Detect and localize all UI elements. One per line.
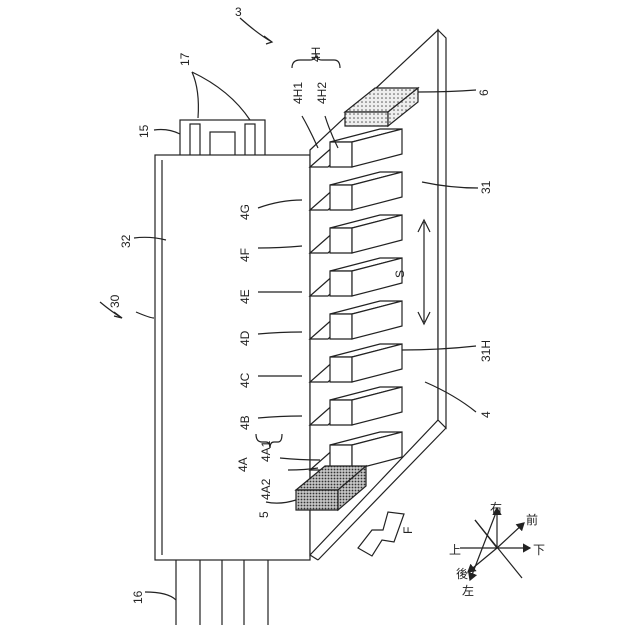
- compass-down: 下: [533, 543, 545, 557]
- label-4G: 4G: [238, 204, 252, 220]
- compass-back: 後: [456, 567, 468, 581]
- label-4H1: 4H1: [291, 82, 305, 104]
- label-4H2: 4H2: [315, 82, 329, 104]
- label-connector: 15: [137, 124, 151, 138]
- label-4H: 4H: [309, 47, 323, 62]
- label-4F: 4F: [238, 248, 252, 262]
- label-block-end: 6: [477, 89, 491, 96]
- label-slide-direction: S: [393, 270, 407, 278]
- cable: [176, 560, 268, 625]
- label-unit: 30: [108, 294, 122, 308]
- label-feed-direction: F: [401, 527, 415, 534]
- label-4A1: 4A1: [259, 440, 273, 462]
- label-tray-hole: 31H: [479, 340, 493, 362]
- label-device: 3: [235, 5, 242, 19]
- direction-compass: [460, 508, 530, 580]
- label-housing: 32: [119, 234, 133, 248]
- housing: [155, 155, 310, 560]
- label-4A: 4A: [236, 457, 250, 472]
- label-sheet-group: 4: [479, 411, 493, 418]
- connector-body: [180, 120, 265, 156]
- label-4D: 4D: [238, 330, 252, 346]
- label-terminals: 17: [178, 52, 192, 66]
- label-tray: 31: [479, 180, 493, 194]
- feed-direction-arrow: [358, 512, 404, 556]
- label-cable: 16: [131, 590, 145, 604]
- label-4B: 4B: [238, 415, 252, 430]
- label-4E: 4E: [238, 289, 252, 304]
- label-4A2: 4A2: [259, 478, 273, 500]
- compass-right: 右: [490, 500, 502, 515]
- label-block-start: 5: [257, 511, 271, 518]
- label-4C: 4C: [238, 372, 252, 388]
- compass-up: 上: [449, 543, 461, 557]
- compass-left: 左: [462, 583, 474, 598]
- compass-front: 前: [526, 512, 538, 527]
